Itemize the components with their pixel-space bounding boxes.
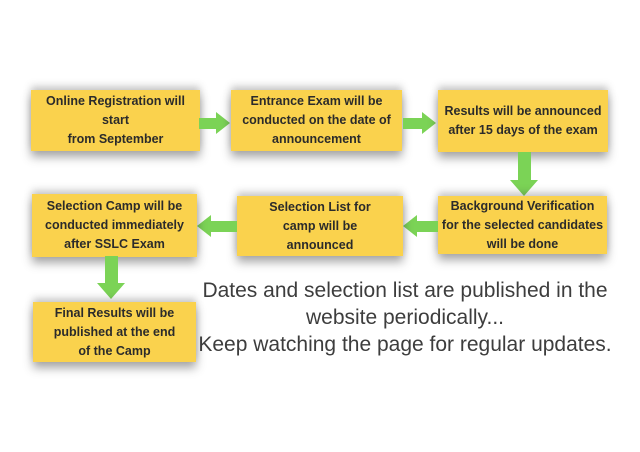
step-text-line: after 15 days of the exam	[448, 123, 598, 137]
step-text-line: Entrance Exam will be	[250, 94, 383, 108]
step-text-line: camp will be	[282, 218, 358, 233]
arrow-head	[422, 112, 436, 134]
arrow-shaft	[104, 256, 118, 283]
step-text-line: Final Results will be	[54, 305, 175, 320]
step-text-line: announcement	[272, 132, 361, 146]
flow-arrow-down-icon	[510, 152, 538, 196]
note-text-line: website periodically...	[305, 306, 505, 329]
step-text-line: conducted immediately	[45, 218, 184, 232]
step-text-line: announced	[286, 237, 354, 252]
arrow-head	[97, 283, 125, 299]
step-text-line: Selection List for	[269, 199, 371, 214]
step-box-selection-camp: Selection Camp will be conducted immedia…	[32, 194, 197, 257]
step-text-line: Results will be announced	[444, 104, 602, 118]
arrow-shaft	[403, 117, 422, 129]
flow-arrow-down-icon	[97, 256, 125, 299]
arrow-head	[510, 180, 538, 196]
step-box-online-registration: Online Registration will start from Sept…	[31, 90, 200, 151]
flow-arrow-left-icon	[403, 215, 438, 237]
step-text-line: for the selected candidates	[441, 217, 604, 232]
step-box-results-announced: Results will be announced after 15 days …	[438, 90, 608, 152]
step-text-line: start	[101, 113, 130, 127]
step-text-line: of the Camp	[78, 343, 151, 358]
note-text: Dates and selection list are published i…	[165, 277, 640, 358]
arrow-head	[197, 215, 211, 237]
step-box-final-results: Final Results will be published at the e…	[33, 302, 196, 362]
step-text-line: will be done	[486, 236, 559, 251]
arrow-shaft	[211, 220, 237, 232]
step-text-line: published at the end	[53, 324, 176, 339]
flow-arrow-left-icon	[197, 215, 237, 237]
flow-arrow-right-icon	[199, 112, 230, 134]
step-text-line: from September	[67, 132, 164, 146]
arrow-shaft	[417, 220, 438, 232]
flow-arrow-right-icon	[403, 112, 436, 134]
step-text-line: Background Verification	[450, 198, 595, 213]
step-box-entrance-exam: Entrance Exam will be conducted on the d…	[231, 90, 402, 151]
step-text-line: conducted on the date of	[242, 113, 391, 127]
arrow-head	[403, 215, 417, 237]
arrow-shaft	[199, 117, 216, 129]
step-box-background-verification: Background Verification for the selected…	[438, 196, 607, 254]
step-box-selection-list: Selection List for camp will be announce…	[237, 196, 403, 256]
note-text-line: Dates and selection list are published i…	[202, 279, 608, 302]
step-text-line: Selection Camp will be	[46, 199, 183, 213]
arrow-head	[216, 112, 230, 134]
step-text-line: after SSLC Exam	[64, 237, 165, 251]
note-text-line: Keep watching the page for regular updat…	[198, 333, 612, 356]
step-text-line: Online Registration will	[46, 94, 185, 108]
arrow-shaft	[517, 152, 531, 180]
